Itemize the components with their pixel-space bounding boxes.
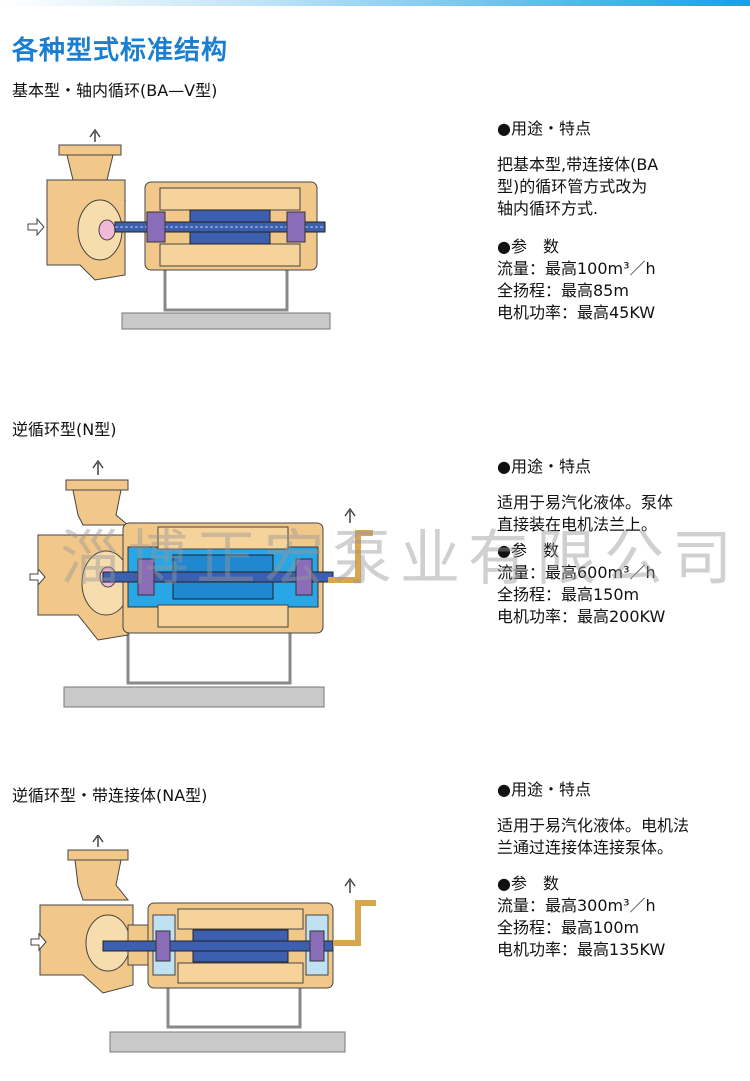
top-gradient-bar — [0, 0, 750, 6]
feature-line: 适用于易汽化液体。电机法 — [497, 816, 690, 835]
power-spec: 电机功率：最高45KW — [497, 303, 656, 322]
feature-line: 把基本型,带连接体(BA — [497, 155, 659, 174]
section-description-ba-v: ●用途・特点 把基本型,带连接体(BA 型)的循环管方式改为 轴内循环方式. ●… — [497, 118, 742, 324]
pump-diagram-ba-v — [27, 128, 331, 330]
flow-spec: 流量：最高100m³／h — [497, 259, 656, 278]
section-description-na: ●用途・特点 适用于易汽化液体。电机法 兰通过连接体连接泵体。 ●参 数 流量：… — [497, 779, 742, 961]
params-heading: ●参 数 — [497, 541, 559, 560]
feature-line: 轴内循环方式. — [497, 199, 599, 218]
flow-spec: 流量：最高300m³／h — [497, 896, 656, 915]
section-title-n: 逆循环型(N型) — [12, 420, 117, 439]
feature-line: 型)的循环管方式改为 — [497, 177, 648, 196]
params-heading: ●参 数 — [497, 237, 559, 256]
power-spec: 电机功率：最高135KW — [497, 940, 666, 959]
feature-line: 适用于易汽化液体。泵体 — [497, 493, 674, 512]
features-heading: ●用途・特点 — [497, 119, 591, 138]
feature-line: 兰通过连接体连接泵体。 — [497, 838, 674, 857]
section-title-ba-v: 基本型・轴内循环(BA—V型) — [12, 81, 218, 100]
pump-diagram-n — [29, 459, 373, 708]
head-spec: 全扬程：最高85m — [497, 281, 629, 300]
watermark-text: 淄博正宏泵业有限公司 — [60, 524, 740, 594]
section-title-na: 逆循环型・带连接体(NA型) — [12, 786, 208, 805]
feature-line: 直接装在电机法兰上。 — [497, 515, 658, 534]
head-spec: 全扬程：最高100m — [497, 918, 640, 937]
flow-spec: 流量：最高600m³／h — [497, 563, 656, 582]
params-heading: ●参 数 — [497, 874, 559, 893]
page-title: 各种型式标准结构 — [12, 36, 229, 66]
section-description-n: ●用途・特点 适用于易汽化液体。泵体 直接装在电机法兰上。 ●参 数 流量：最高… — [497, 456, 742, 628]
features-heading: ●用途・特点 — [497, 457, 591, 476]
head-spec: 全扬程：最高150m — [497, 585, 640, 604]
pump-diagram-na — [30, 835, 376, 1053]
power-spec: 电机功率：最高200KW — [497, 607, 666, 626]
features-heading: ●用途・特点 — [497, 780, 591, 799]
